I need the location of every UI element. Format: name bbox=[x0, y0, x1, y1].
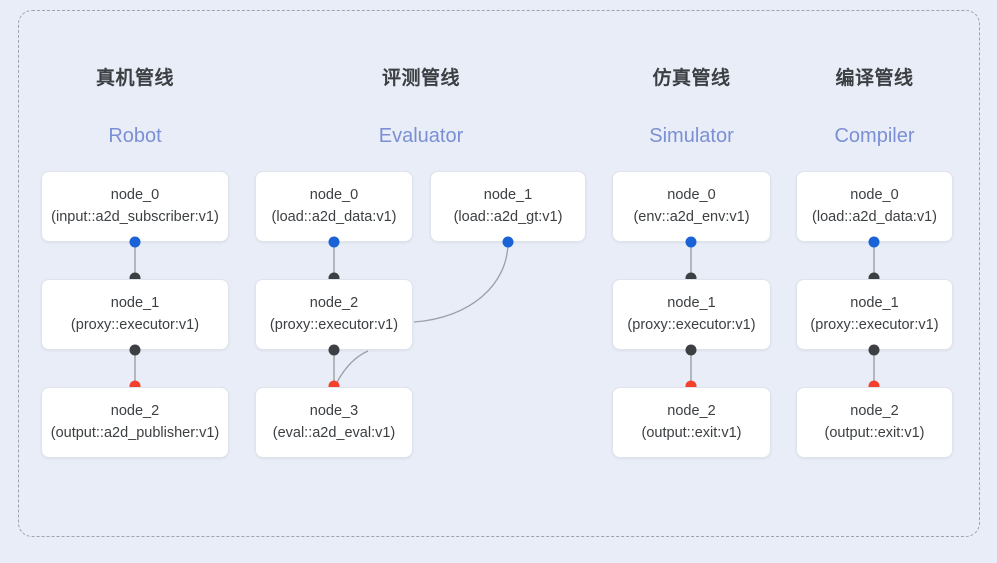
node-simulator-1[interactable]: node_1 (proxy::executor:v1) bbox=[612, 279, 771, 350]
column-title-cn-robot: 真机管线 bbox=[95, 68, 174, 89]
node-evaluator-2[interactable]: node_2 (proxy::executor:v1) bbox=[255, 279, 413, 350]
node-type: (proxy::executor:v1) bbox=[627, 316, 756, 333]
node-robot-1[interactable]: node_1 (proxy::executor:v1) bbox=[41, 279, 229, 350]
node-name: node_0 bbox=[850, 187, 899, 204]
node-type: (load::a2d_data:v1) bbox=[812, 208, 937, 225]
node-compiler-1[interactable]: node_1 (proxy::executor:v1) bbox=[796, 279, 953, 350]
node-type: (output::a2d_publisher:v1) bbox=[50, 424, 220, 441]
node-compiler-0[interactable]: node_0 (load::a2d_data:v1) bbox=[796, 171, 953, 242]
node-type: (input::a2d_subscriber:v1) bbox=[51, 208, 219, 225]
node-type: (output::exit:v1) bbox=[641, 424, 742, 441]
node-robot-2[interactable]: node_2 (output::a2d_publisher:v1) bbox=[41, 387, 229, 458]
node-name: node_0 bbox=[110, 187, 160, 204]
node-simulator-2[interactable]: node_2 (output::exit:v1) bbox=[612, 387, 771, 458]
column-title-en-simulator: Simulator bbox=[649, 125, 734, 147]
node-name: node_1 bbox=[850, 295, 899, 312]
column-title-en-compiler: Compiler bbox=[834, 125, 915, 147]
port-input-evaluator-gt[interactable] bbox=[502, 236, 514, 248]
port-output-evaluator-3[interactable] bbox=[328, 380, 340, 392]
port-out-simulator-1[interactable] bbox=[685, 344, 697, 356]
node-compiler-2[interactable]: node_2 (output::exit:v1) bbox=[796, 387, 953, 458]
column-title-cn-compiler: 编译管线 bbox=[835, 68, 914, 89]
node-type: (output::exit:v1) bbox=[824, 424, 925, 441]
node-evaluator-gt[interactable]: node_1 (load::a2d_gt:v1) bbox=[430, 171, 586, 242]
port-input-compiler-0[interactable] bbox=[868, 236, 880, 248]
node-type: (load::a2d_data:v1) bbox=[271, 208, 397, 225]
port-input-evaluator-0[interactable] bbox=[328, 236, 340, 248]
node-name: node_2 bbox=[850, 403, 899, 420]
node-name: node_1 bbox=[483, 187, 533, 204]
port-out-robot-1[interactable] bbox=[129, 344, 141, 356]
node-name: node_2 bbox=[110, 403, 160, 420]
node-type: (load::a2d_gt:v1) bbox=[453, 208, 563, 225]
node-name: node_2 bbox=[667, 403, 716, 420]
port-output-compiler-2[interactable] bbox=[868, 380, 880, 392]
node-type: (proxy::executor:v1) bbox=[810, 316, 939, 333]
port-in-evaluator-2[interactable] bbox=[328, 272, 340, 284]
node-type: (eval::a2d_eval:v1) bbox=[272, 424, 396, 441]
column-title-en-robot: Robot bbox=[108, 125, 162, 147]
column-title-cn-simulator: 仿真管线 bbox=[652, 68, 731, 89]
node-name: node_2 bbox=[309, 295, 359, 312]
port-in-robot-1[interactable] bbox=[129, 272, 141, 284]
column-title-cn-evaluator: 评测管线 bbox=[381, 68, 460, 89]
node-name: node_1 bbox=[110, 295, 160, 312]
column-title-en-evaluator: Evaluator bbox=[378, 125, 464, 147]
node-name: node_0 bbox=[667, 187, 716, 204]
port-out-evaluator-2[interactable] bbox=[328, 344, 340, 356]
port-out-compiler-1[interactable] bbox=[868, 344, 880, 356]
node-evaluator-3[interactable]: node_3 (eval::a2d_eval:v1) bbox=[255, 387, 413, 458]
node-name: node_3 bbox=[309, 403, 359, 420]
node-name: node_1 bbox=[667, 295, 716, 312]
node-type: (proxy::executor:v1) bbox=[269, 316, 399, 333]
node-type: (proxy::executor:v1) bbox=[70, 316, 200, 333]
port-output-robot-2[interactable] bbox=[129, 380, 141, 392]
node-name: node_0 bbox=[309, 187, 359, 204]
port-in-simulator-1[interactable] bbox=[685, 272, 697, 284]
node-robot-0[interactable]: node_0 (input::a2d_subscriber:v1) bbox=[41, 171, 229, 242]
node-evaluator-0[interactable]: node_0 (load::a2d_data:v1) bbox=[255, 171, 413, 242]
port-input-simulator-0[interactable] bbox=[685, 236, 697, 248]
port-input-robot-0[interactable] bbox=[129, 236, 141, 248]
node-simulator-0[interactable]: node_0 (env::a2d_env:v1) bbox=[612, 171, 771, 242]
port-output-simulator-2[interactable] bbox=[685, 380, 697, 392]
node-type: (env::a2d_env:v1) bbox=[633, 208, 750, 225]
port-in-compiler-1[interactable] bbox=[868, 272, 880, 284]
